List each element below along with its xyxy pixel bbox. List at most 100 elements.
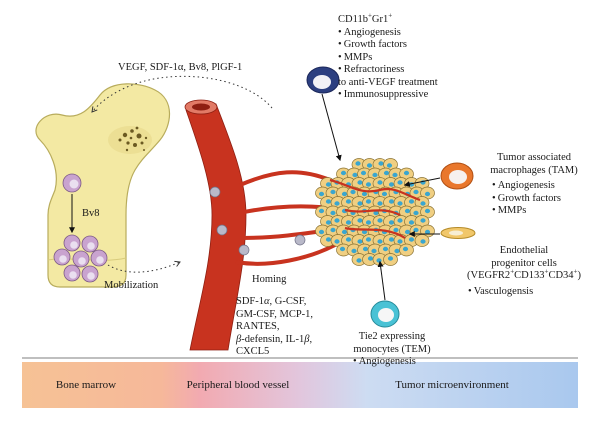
tumor-cell-nucleus (388, 199, 395, 204)
bone-marrow-cell (62, 173, 82, 193)
tumor-cell-nucleus (361, 191, 368, 197)
cd11b-gr1-cell (306, 66, 340, 94)
tumor-cell-nucleus (334, 218, 340, 223)
tumor-cell-nucleus (325, 237, 332, 242)
tumor-cell-nucleus (413, 210, 419, 216)
tumor-cell-nucleus (420, 218, 426, 223)
homing-factor-line: CXCL5 (236, 346, 270, 357)
tumor-cell-nucleus (382, 246, 389, 252)
band-tumor-microenvironment: Tumor microenvironment (395, 379, 509, 391)
tam-cell (440, 162, 474, 190)
homing-factor-line: SDF-1α, G-CSF, (236, 296, 307, 307)
tumor-cell-nucleus (365, 237, 372, 242)
tumor-cell-nucleus (365, 220, 372, 225)
epc-title-line: progenitor cells (491, 257, 557, 269)
tumor-cell-nucleus (377, 218, 383, 223)
cd11b-function-list: AngiogenesisGrowth factorsMMPsRefractori… (338, 27, 438, 102)
tumor-cell-nucleus (339, 246, 346, 252)
tam-title-line: macrophages (TAM) (490, 164, 578, 176)
tumor-cell-nucleus (424, 191, 431, 197)
epc-function-item: Vasculogensis (468, 286, 586, 299)
tam-function-item: Angiogenesis (492, 180, 590, 193)
tumor-cell-nucleus (397, 239, 403, 244)
tam-title-line: Tumor associated (497, 152, 571, 163)
tumor-cell-nucleus (404, 229, 411, 235)
homing-factor-line: β-defensin, IL-1β, (236, 333, 313, 345)
tumor-cell-nucleus (318, 191, 325, 197)
tumor-cell-nucleus (388, 182, 395, 187)
cd11b-function-item: Angiogenesis (338, 27, 438, 40)
tumor-cell-nucleus (345, 199, 352, 204)
tumor-cell-nucleus (397, 201, 403, 206)
tumor-cell-nucleus (392, 172, 398, 178)
tumor-cell-nucleus (408, 199, 415, 204)
homing-label: Homing (252, 274, 287, 285)
tem-title-line: Tie2 expressing (358, 331, 426, 342)
cd11b-description: CD11b+Gr1+ AngiogenesisGrowth factorsMMP… (338, 11, 438, 102)
tumor-cell-nucleus (388, 237, 395, 242)
tumor-cell-nucleus (357, 239, 363, 244)
tumor-cell-nucleus (357, 201, 363, 206)
epc-markers: (VEGFR2+CD133+CD34+) (467, 267, 581, 281)
tumor-cell-nucleus (372, 172, 378, 178)
tumor-cell-nucleus (388, 220, 395, 225)
epc-title-line: Endothelial (499, 245, 549, 256)
tumor-cell-nucleus (373, 210, 379, 216)
tumor-cell-nucleus (377, 239, 383, 244)
tumor-cell-nucleus (341, 229, 348, 235)
tumor-cell-nucleus (350, 189, 356, 195)
mobilization-label: Mobilization (104, 280, 159, 291)
tam-function-item: Growth factors (492, 193, 590, 206)
tumor-cell-nucleus (403, 170, 410, 176)
tumor-cell-nucleus (381, 191, 388, 197)
tumor-cell-nucleus (408, 237, 415, 242)
cd11b-title: CD11b+Gr1+ (338, 11, 393, 25)
cd11b-arrow (321, 93, 342, 162)
tumor-cell-nucleus (318, 208, 325, 214)
tumor-cell-nucleus (424, 208, 431, 214)
tumor-cell-nucleus (330, 227, 336, 233)
tam-function-list: AngiogenesisGrowth factorsMMPs (478, 180, 590, 218)
tumor-cell-nucleus (361, 229, 368, 235)
tumor-cell-nucleus (377, 180, 383, 185)
tem-arrow (377, 260, 386, 301)
homing-factors-list: SDF-1α, G-CSF,GM-CSF, MCP-1,RANTES,β-def… (236, 296, 313, 359)
top-factors-label: VEGF, SDF-1α, Bv8, PlGF-1 (118, 62, 243, 73)
band-peripheral-blood-vessel: Peripheral blood vessel (186, 379, 290, 391)
tumor-cell-nucleus (377, 201, 383, 206)
tumor-cell-nucleus (355, 161, 361, 166)
tumor-cell-nucleus (345, 220, 352, 225)
epc-function-list: Vasculogensis (462, 286, 586, 299)
tumor-cell-nucleus (397, 180, 403, 185)
tumor-cell-nucleus (357, 180, 363, 185)
cd11b-function-item: MMPs (338, 52, 438, 65)
tumor-cell-nucleus (325, 199, 332, 204)
tumor-cell-nucleus (340, 170, 347, 176)
tumor-cell-nucleus (424, 229, 431, 235)
compartment-band (22, 362, 578, 408)
tumor-cell-nucleus (420, 239, 426, 244)
tumor-cell-nucleus (362, 246, 369, 252)
tumor-cell-nucleus (393, 227, 399, 233)
tem-cell (370, 300, 400, 328)
tumor-cell-nucleus (413, 227, 419, 233)
tumor-cell-nucleus (387, 256, 394, 261)
tumor-vessels-overlay (329, 178, 421, 239)
band-bone-marrow: Bone marrow (55, 379, 117, 391)
homing-factor-line: RANTES, (236, 321, 280, 332)
tem-function-list: Angiogenesis (343, 356, 441, 369)
tumor-cell-nucleus (376, 258, 382, 263)
tumor-cell-nucleus (352, 172, 358, 178)
tumor-cell-nucleus (420, 201, 426, 206)
tumor-cell-nucleus (334, 239, 340, 244)
tumor-cell-nucleus (367, 256, 374, 261)
tumor-cell-nucleus (330, 189, 336, 195)
tumor-cell-nucleus (325, 220, 332, 225)
epc-cell (440, 227, 476, 239)
